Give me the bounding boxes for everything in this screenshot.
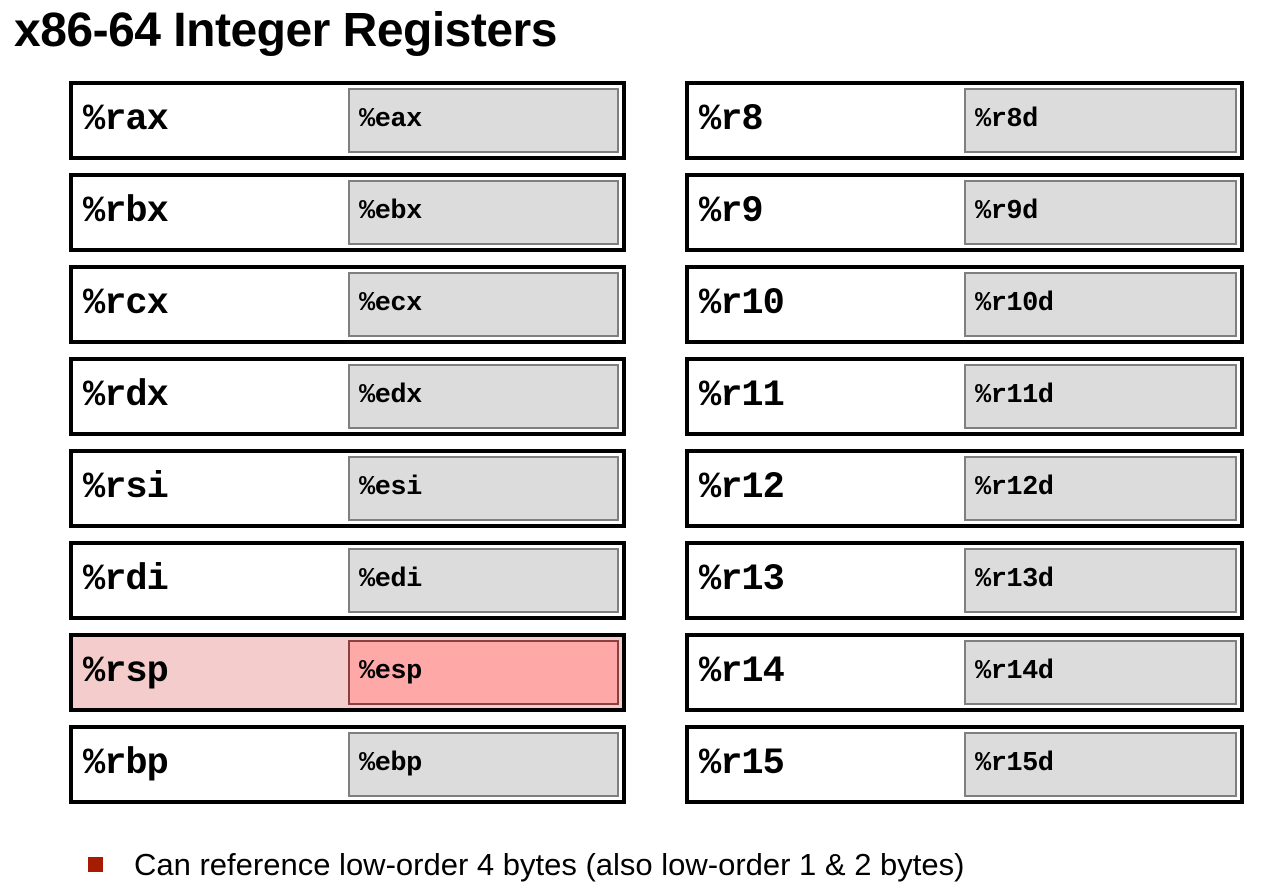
footer-bullet-text: Can reference low-order 4 bytes (also lo… (134, 847, 965, 882)
subregister-32-box[interactable]: %r8d (964, 88, 1237, 153)
register-64-label: %r15 (699, 743, 785, 785)
register-row[interactable]: %rsi %esi (69, 449, 626, 528)
footer-bullet-item: Can reference low-order 4 bytes (also lo… (88, 845, 964, 885)
subregister-32-box[interactable]: %r15d (964, 732, 1237, 797)
register-column-left: %rax %eax %rbx %ebx %rcx %ecx %rdx %edx %rsi %esi… (69, 81, 626, 804)
subregister-32-label: %r10d (975, 289, 1054, 319)
subregister-32-label: %ecx (359, 289, 422, 319)
subregister-32-label: %r15d (975, 749, 1054, 779)
subregister-32-label: %r9d (975, 197, 1038, 227)
subregister-32-box[interactable]: %edx (348, 364, 619, 429)
subregister-32-box[interactable]: %ebx (348, 180, 619, 245)
subregister-32-box[interactable]: %ecx (348, 272, 619, 337)
subregister-32-label: %eax (359, 105, 422, 135)
subregister-32-box[interactable]: %edi (348, 548, 619, 613)
register-row[interactable]: %r13 %r13d (685, 541, 1244, 620)
register-64-label: %r13 (699, 559, 785, 601)
register-row[interactable]: %r9 %r9d (685, 173, 1244, 252)
register-64-label: %r11 (699, 375, 785, 417)
register-64-label: %r8 (699, 99, 764, 141)
register-row[interactable]: %r8 %r8d (685, 81, 1244, 160)
register-64-label: %rbx (83, 191, 169, 233)
subregister-32-label: %r14d (975, 657, 1054, 687)
subregister-32-label: %r12d (975, 473, 1054, 503)
square-bullet-icon (88, 857, 103, 872)
register-64-label: %rsp (83, 651, 169, 693)
register-64-label: %rdx (83, 375, 169, 417)
register-64-label: %rbp (83, 743, 169, 785)
register-row[interactable]: %rdi %edi (69, 541, 626, 620)
subregister-32-box[interactable]: %r11d (964, 364, 1237, 429)
register-row[interactable]: %r10 %r10d (685, 265, 1244, 344)
subregister-32-box[interactable]: %eax (348, 88, 619, 153)
subregister-32-box[interactable]: %r13d (964, 548, 1237, 613)
subregister-32-box[interactable]: %r10d (964, 272, 1237, 337)
subregister-32-box[interactable]: %r14d (964, 640, 1237, 705)
register-row[interactable]: %rcx %ecx (69, 265, 626, 344)
register-column-right: %r8%r8d%r9%r9d%r10%r10d%r11%r11d%r12%r12… (685, 81, 1244, 804)
register-row[interactable]: %r12 %r12d (685, 449, 1244, 528)
register-row[interactable]: %rbx %ebx (69, 173, 626, 252)
register-row[interactable]: %rbp %ebp (69, 725, 626, 804)
subregister-32-label: %r8d (975, 105, 1038, 135)
subregister-32-box[interactable]: %ebp (348, 732, 619, 797)
register-row[interactable]: %rax %eax (69, 81, 626, 160)
register-row[interactable]: %r14 %r14d (685, 633, 1244, 712)
register-64-label: %r10 (699, 283, 785, 325)
subregister-32-label: %esi (359, 473, 422, 503)
register-64-label: %rdi (83, 559, 169, 601)
subregister-32-box[interactable]: %r12d (964, 456, 1237, 521)
register-64-label: %r9 (699, 191, 764, 233)
register-row[interactable]: %r15 %r15d (685, 725, 1244, 804)
register-row[interactable]: %rdx %edx (69, 357, 626, 436)
register-64-label: %rsi (83, 467, 169, 509)
register-64-label: %r12 (699, 467, 785, 509)
subregister-32-box[interactable]: %r9d (964, 180, 1237, 245)
subregister-32-box[interactable]: %esi (348, 456, 619, 521)
subregister-32-label: %ebp (359, 749, 422, 779)
register-64-label: %r14 (699, 651, 785, 693)
page-title: x86-64 Integer Registers (14, 4, 557, 57)
register-row[interactable]: %r11 %r11d (685, 357, 1244, 436)
subregister-32-label: %r11d (975, 381, 1054, 411)
subregister-32-label: %edx (359, 381, 422, 411)
register-row[interactable]: %rsp %esp (69, 633, 626, 712)
subregister-32-box[interactable]: %esp (348, 640, 619, 705)
register-64-label: %rax (83, 99, 169, 141)
subregister-32-label: %esp (359, 657, 422, 687)
subregister-32-label: %edi (359, 565, 422, 595)
register-64-label: %rcx (83, 283, 169, 325)
subregister-32-label: %ebx (359, 197, 422, 227)
subregister-32-label: %r13d (975, 565, 1054, 595)
